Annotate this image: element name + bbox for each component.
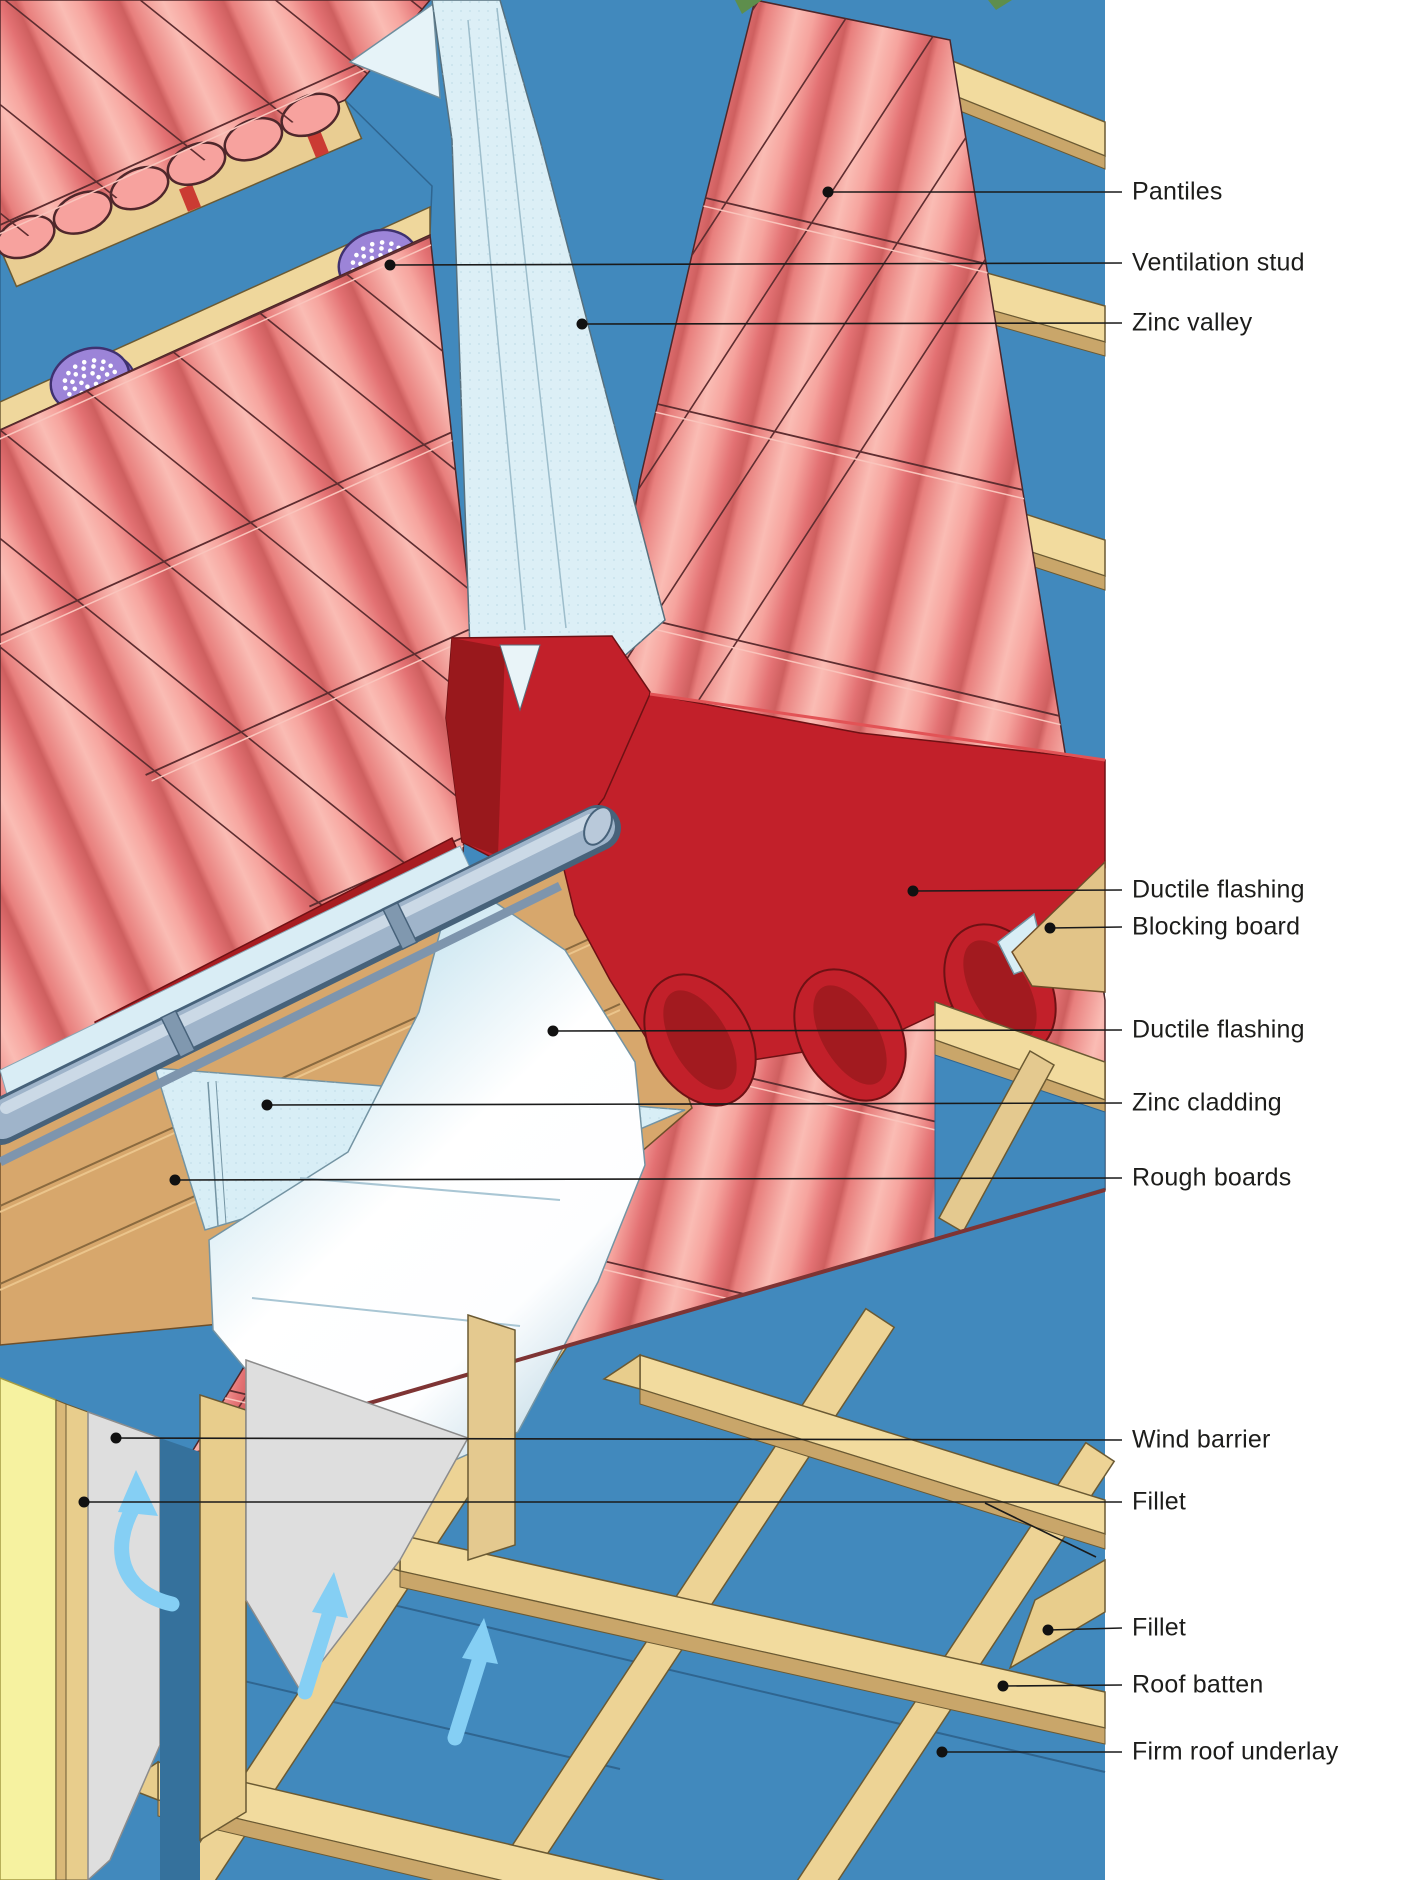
leader-lines xyxy=(78,186,1123,1758)
tile-clip xyxy=(179,184,201,212)
leader-dot-ductile-flashing-upper xyxy=(907,885,919,897)
airflow-arrows xyxy=(114,1470,498,1746)
leader-dot-rough-boards xyxy=(169,1174,181,1186)
wall-stud xyxy=(199,1393,247,1842)
label-ductile-flashing-upper: Ductile flashing xyxy=(1132,875,1305,904)
leader-line-ventilation-stud xyxy=(389,262,1123,266)
label-zinc-valley: Zinc valley xyxy=(1132,308,1253,337)
tile-clip xyxy=(307,130,329,158)
label-ventilation-stud: Ventilation stud xyxy=(1132,248,1305,277)
leader-dot-fillet-1 xyxy=(78,1496,90,1508)
wind-barrier xyxy=(87,1410,161,1880)
leader-line-roof-batten xyxy=(1002,1684,1123,1687)
gable-wall xyxy=(0,1313,516,1880)
blocking-board xyxy=(997,860,1106,993)
leader-line-ductile-flashing-upper xyxy=(912,889,1123,892)
label-pantiles: Pantiles xyxy=(1132,177,1223,206)
ridge-sliver xyxy=(988,0,1012,10)
gutter xyxy=(0,805,621,1167)
leader-line-zinc-cladding xyxy=(266,1102,1123,1106)
airflow-arrowhead xyxy=(312,1572,348,1618)
gutter-bracket xyxy=(160,1009,196,1059)
leader-dot-wind-barrier xyxy=(110,1432,122,1444)
underlay-shadow xyxy=(160,1438,200,1880)
airflow-arrow xyxy=(447,1650,488,1746)
airflow-arrowhead xyxy=(118,1470,158,1516)
leader-branch-fillet-1 xyxy=(984,1502,1097,1558)
zinc-valley xyxy=(348,0,666,701)
leader-dot-firm-roof-underlay xyxy=(936,1746,948,1758)
label-fillet-1: Fillet xyxy=(1132,1487,1186,1516)
wind-barrier-panel xyxy=(245,1358,470,1692)
leader-line-wind-barrier xyxy=(115,1437,1123,1441)
ductile-flashing-band xyxy=(559,692,1106,1107)
airflow-arrow-curved xyxy=(114,1498,180,1612)
fillet-wedge xyxy=(1008,1558,1106,1670)
leader-dot-ventilation-stud xyxy=(384,259,396,271)
label-blocking-board: Blocking board xyxy=(1132,912,1301,941)
label-wind-barrier: Wind barrier xyxy=(1132,1425,1271,1454)
wall-stud xyxy=(467,1313,516,1562)
leader-dot-blocking-board xyxy=(1044,922,1056,934)
label-rough-boards: Rough boards xyxy=(1132,1163,1292,1192)
leader-dot-zinc-cladding xyxy=(261,1099,273,1111)
yellow-wall xyxy=(0,1377,57,1880)
leader-dot-roof-batten xyxy=(997,1680,1009,1692)
leader-dot-pantiles xyxy=(822,186,834,198)
airflow-arrow xyxy=(297,1604,338,1700)
leader-dot-fillet-2 xyxy=(1042,1624,1054,1636)
leader-line-ductile-flashing-lower xyxy=(552,1029,1123,1032)
leader-dot-ductile-flashing-lower xyxy=(547,1025,559,1037)
leader-line-rough-boards xyxy=(174,1177,1123,1181)
gutter-bracket xyxy=(382,901,418,951)
ridge-sliver xyxy=(735,0,762,14)
fillet-strip xyxy=(65,1403,89,1880)
label-ductile-flashing-lower: Ductile flashing xyxy=(1132,1015,1305,1044)
label-firm-roof-underlay: Firm roof underlay xyxy=(1132,1737,1339,1766)
zinc-cladding xyxy=(153,873,686,1473)
leader-line-blocking-board xyxy=(1049,926,1123,929)
pantile-end-caps xyxy=(0,92,341,260)
label-zinc-cladding: Zinc cladding xyxy=(1132,1088,1282,1117)
airflow-arrowhead xyxy=(462,1618,498,1664)
leader-dot-zinc-valley xyxy=(576,318,588,330)
wall-stud xyxy=(55,1399,67,1880)
leader-line-fillet-2 xyxy=(1047,1627,1123,1631)
label-fillet-2: Fillet xyxy=(1132,1613,1186,1642)
label-roof-batten: Roof batten xyxy=(1132,1670,1264,1699)
leader-line-zinc-valley xyxy=(581,322,1123,325)
